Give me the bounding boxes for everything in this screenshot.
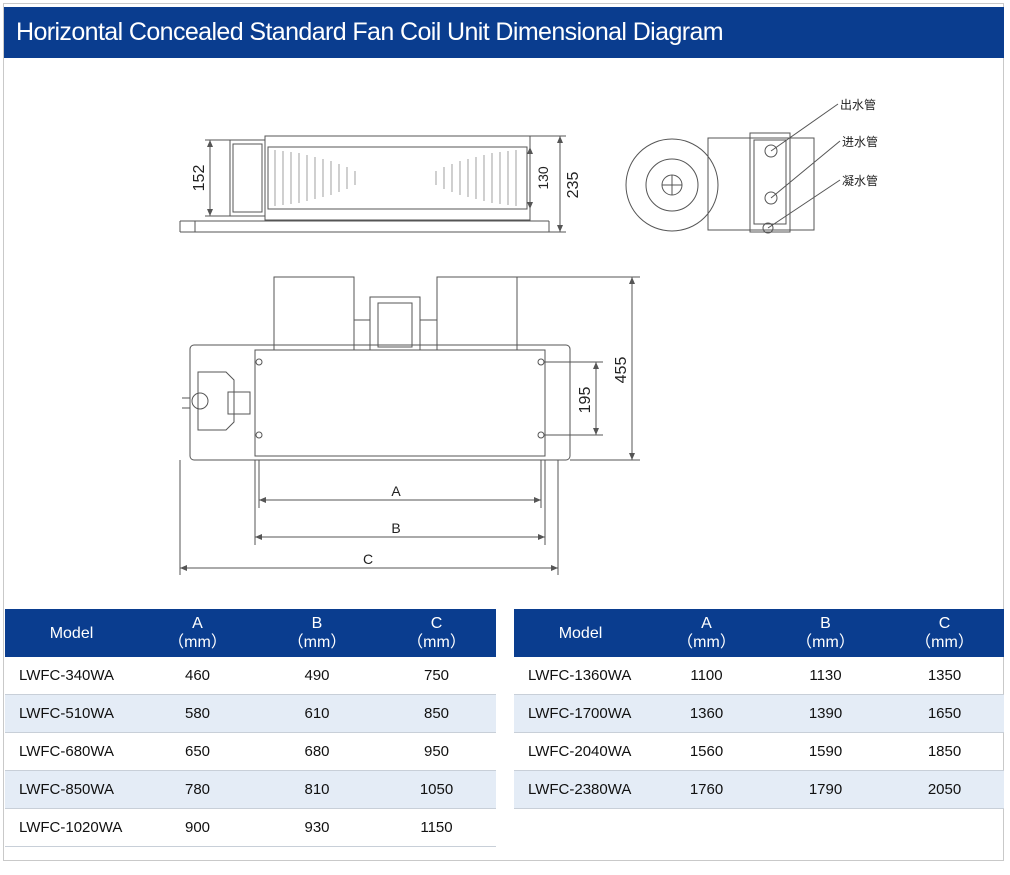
dimension-table-left: Model A（mm） B（mm） C（mm） LWFC-340WA 460 4…	[5, 609, 496, 847]
header-c: C（mm）	[377, 609, 496, 657]
pipe-label-inlet: 进水管	[842, 134, 878, 149]
header-b: B（mm）	[766, 609, 885, 657]
table-row: LWFC-2040WA 1560 1590 1850	[514, 732, 1004, 771]
dimension-table-right: Model A（mm） B（mm） C（mm） LWFC-1360WA 1100…	[514, 609, 1004, 809]
table-row: LWFC-1020WA 900 930 1150	[5, 808, 496, 847]
dim-b: B	[391, 520, 400, 536]
table-row: LWFC-680WA 650 680 950	[5, 732, 496, 771]
header-model: Model	[514, 609, 647, 657]
table-row: LWFC-850WA 780 810 1050	[5, 770, 496, 809]
header-a: A（mm）	[138, 609, 257, 657]
table-row: LWFC-1700WA 1360 1390 1650	[514, 694, 1004, 733]
pipe-label-drain: 凝水管	[842, 173, 878, 188]
dim-c: C	[363, 551, 373, 567]
header-b: B（mm）	[257, 609, 377, 657]
dim-455: 455	[613, 357, 630, 384]
dim-a: A	[391, 483, 401, 499]
header-a: A（mm）	[647, 609, 766, 657]
dim-130: 130	[535, 166, 551, 190]
dimensional-diagram: 152 130 235 195 455 A B C 出水管 进水管 凝水管	[179, 97, 878, 575]
pipe-label-outlet: 出水管	[840, 97, 876, 112]
table-row: LWFC-510WA 580 610 850	[5, 694, 496, 733]
title-bar: Horizontal Concealed Standard Fan Coil U…	[4, 7, 1004, 58]
dim-235: 235	[565, 172, 582, 199]
end-view	[625, 103, 841, 234]
table-header-row: Model A（mm） B（mm） C（mm）	[514, 609, 1004, 657]
header-model: Model	[5, 609, 138, 657]
side-view	[179, 135, 566, 233]
dim-195: 195	[577, 387, 594, 414]
page-title: Horizontal Concealed Standard Fan Coil U…	[16, 18, 724, 46]
dim-152: 152	[191, 165, 208, 192]
table-row: LWFC-1360WA 1100 1130 1350	[514, 657, 1004, 695]
page-frame	[3, 3, 1004, 861]
table-row: LWFC-340WA 460 490 750	[5, 657, 496, 695]
header-c: C（mm）	[885, 609, 1004, 657]
table-header-row: Model A（mm） B（mm） C（mm）	[5, 609, 496, 657]
table-row: LWFC-2380WA 1760 1790 2050	[514, 770, 1004, 809]
top-view	[179, 276, 640, 575]
